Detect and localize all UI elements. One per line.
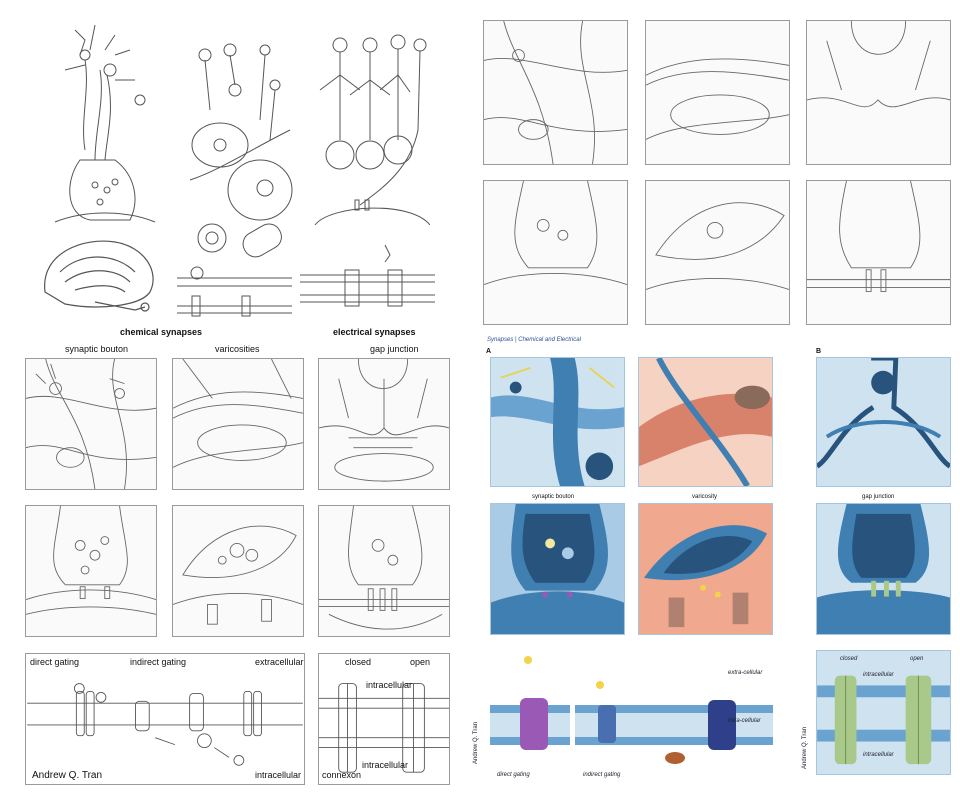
sketch-box-bouton-detail xyxy=(25,505,157,637)
right-sketch-1 xyxy=(483,20,628,165)
junction-label-intracellular-bottom: intracellular xyxy=(362,760,409,770)
right-sketch-3 xyxy=(806,20,951,165)
color-junction-intra-bottom: intracellular xyxy=(863,752,894,758)
author-signature-right-2: Andrew Q. Tran xyxy=(802,726,809,770)
heading-chemical-synapses: chemical synapses xyxy=(120,327,203,337)
color-varicosity-overview xyxy=(638,357,773,487)
color-junction-open: open xyxy=(910,656,924,662)
gating-label-extracellular: extracellular xyxy=(255,657,304,667)
sketch-box-bouton-overview xyxy=(25,358,157,490)
color-gap-overview xyxy=(816,357,951,487)
gating-label-intracellular: intracellular xyxy=(255,770,302,780)
junction-label-intracellular-top: intracellular xyxy=(366,680,413,690)
panel-label-a: A xyxy=(486,348,492,355)
sketch-gating-panel xyxy=(25,653,305,785)
right-sketch-2 xyxy=(645,20,790,165)
sketch-neuron-varicosity xyxy=(180,30,300,225)
color-label-bouton: synaptic bouton xyxy=(532,494,575,500)
color-gating-indirect: indirect gating xyxy=(583,772,621,778)
color-label-gap: gap junction xyxy=(862,494,895,500)
section-header: Synapses | Chemical and Electrical xyxy=(487,337,581,343)
color-junction-closed: closed xyxy=(840,656,858,662)
sketch-vesicle-release xyxy=(172,218,297,318)
column-label-varicosities: varicosities xyxy=(215,344,260,354)
sketch-box-gap-overview xyxy=(318,358,450,490)
heading-electrical-synapses: electrical synapses xyxy=(333,327,416,337)
sketch-box-varicosity-overview xyxy=(172,358,304,490)
junction-label-connexon: connexon xyxy=(322,770,362,780)
sketch-box-gap-detail xyxy=(318,505,450,637)
junction-label-open: open xyxy=(410,657,431,667)
right-sketch-5 xyxy=(645,180,790,325)
gating-label-indirect: indirect gating xyxy=(130,657,187,667)
color-gating-intra: intra-cellular xyxy=(728,718,761,724)
color-gating-extra: extra-cellular xyxy=(728,670,763,676)
column-label-bouton: synaptic bouton xyxy=(65,344,129,354)
author-signature-right-1: Andrew Q. Tran xyxy=(473,721,480,765)
panel-label-b: B xyxy=(816,348,822,355)
right-sketch-6 xyxy=(806,180,951,325)
junction-label-closed: closed xyxy=(345,657,372,667)
color-gating-panel xyxy=(490,650,773,785)
sketch-brain xyxy=(35,232,165,317)
column-label-gap-junction: gap junction xyxy=(370,344,419,354)
color-label-varicosity: varicosity xyxy=(692,494,718,500)
sketch-neuron-electrical xyxy=(310,30,431,226)
color-junction-intra-top: intracellular xyxy=(863,672,894,678)
sketch-connexon-small xyxy=(300,240,435,315)
color-gap-detail xyxy=(816,503,951,635)
gating-label-direct: direct gating xyxy=(30,657,80,667)
sketch-junction-panel xyxy=(318,653,450,785)
sketch-box-varicosity-detail xyxy=(172,505,304,637)
color-bouton-detail xyxy=(490,503,625,635)
right-sketch-4 xyxy=(483,180,628,325)
color-gating-direct: direct gating xyxy=(497,772,530,778)
color-varicosity-detail xyxy=(638,503,773,635)
color-junction-panel xyxy=(816,650,951,775)
sketch-neuron-bouton xyxy=(35,10,165,225)
color-bouton-overview xyxy=(490,357,625,487)
author-signature-left: Andrew Q. Tran xyxy=(32,770,103,781)
